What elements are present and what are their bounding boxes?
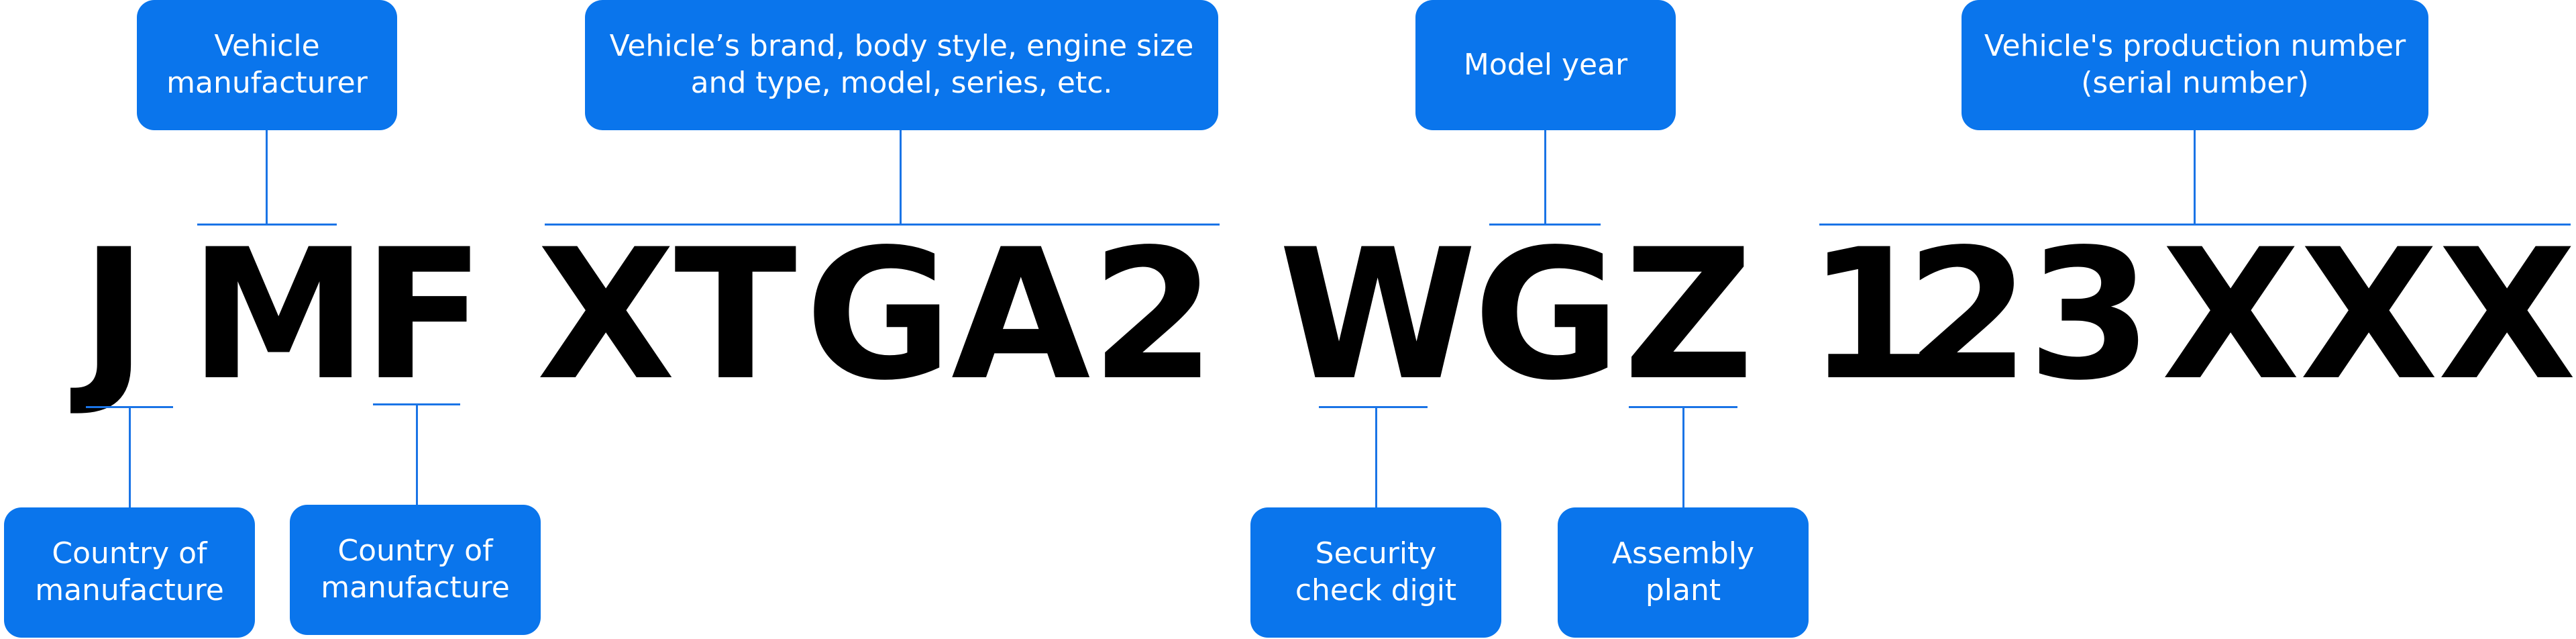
label-vehicle-manufacturer: Vehicle manufacturer bbox=[137, 0, 397, 130]
vin-char-5: T bbox=[674, 211, 797, 420]
vin-char-10: G bbox=[1473, 211, 1621, 420]
vin-char-13: 2 bbox=[1905, 211, 2031, 420]
connector-attributes-stem bbox=[900, 130, 902, 224]
label-country-of-manufacture-1: Country of manufacture bbox=[4, 507, 255, 638]
vin-char-9: W bbox=[1279, 211, 1477, 420]
label-serial-number: Vehicle's production number (serial numb… bbox=[1962, 0, 2428, 130]
bracket-serial bbox=[1819, 224, 2571, 226]
vin-char-6: G bbox=[805, 211, 953, 420]
label-assembly-plant: Assembly plant bbox=[1558, 507, 1809, 638]
vin-char-14: 3 bbox=[2027, 211, 2153, 420]
label-vehicle-attributes: Vehicle’s brand, body style, engine size… bbox=[585, 0, 1218, 130]
label-country-of-manufacture-2: Country of manufacture bbox=[290, 505, 541, 635]
connector-country-1-stem bbox=[129, 407, 131, 509]
vin-char-16: X bbox=[2300, 211, 2438, 420]
vin-char-7: A bbox=[951, 211, 1091, 420]
bracket-check-digit bbox=[1319, 406, 1428, 408]
vin-char-8: 2 bbox=[1091, 211, 1216, 420]
connector-manufacturer-stem bbox=[266, 130, 268, 224]
vin-char-3: F bbox=[362, 211, 486, 420]
vin-char-12: 1 bbox=[1807, 211, 1933, 420]
label-security-check-digit: Security check digit bbox=[1250, 507, 1501, 638]
vin-char-15: X bbox=[2161, 211, 2300, 420]
vin-char-17: X bbox=[2438, 211, 2576, 420]
connector-model-year-stem bbox=[1544, 130, 1546, 224]
connector-country-2-stem bbox=[416, 404, 418, 506]
bracket-model-year bbox=[1489, 224, 1601, 226]
vin-char-4: X bbox=[537, 211, 676, 420]
connector-plant-stem bbox=[1682, 407, 1684, 509]
connector-check-digit-stem bbox=[1375, 407, 1377, 509]
connector-serial-stem bbox=[2194, 130, 2196, 224]
bracket-manufacturer bbox=[197, 224, 337, 226]
label-model-year: Model year bbox=[1415, 0, 1676, 130]
vin-char-11: Z bbox=[1623, 211, 1754, 420]
bracket-attributes bbox=[545, 224, 1220, 226]
vin-char-1: J bbox=[80, 211, 148, 420]
vin-char-2: M bbox=[189, 211, 368, 420]
